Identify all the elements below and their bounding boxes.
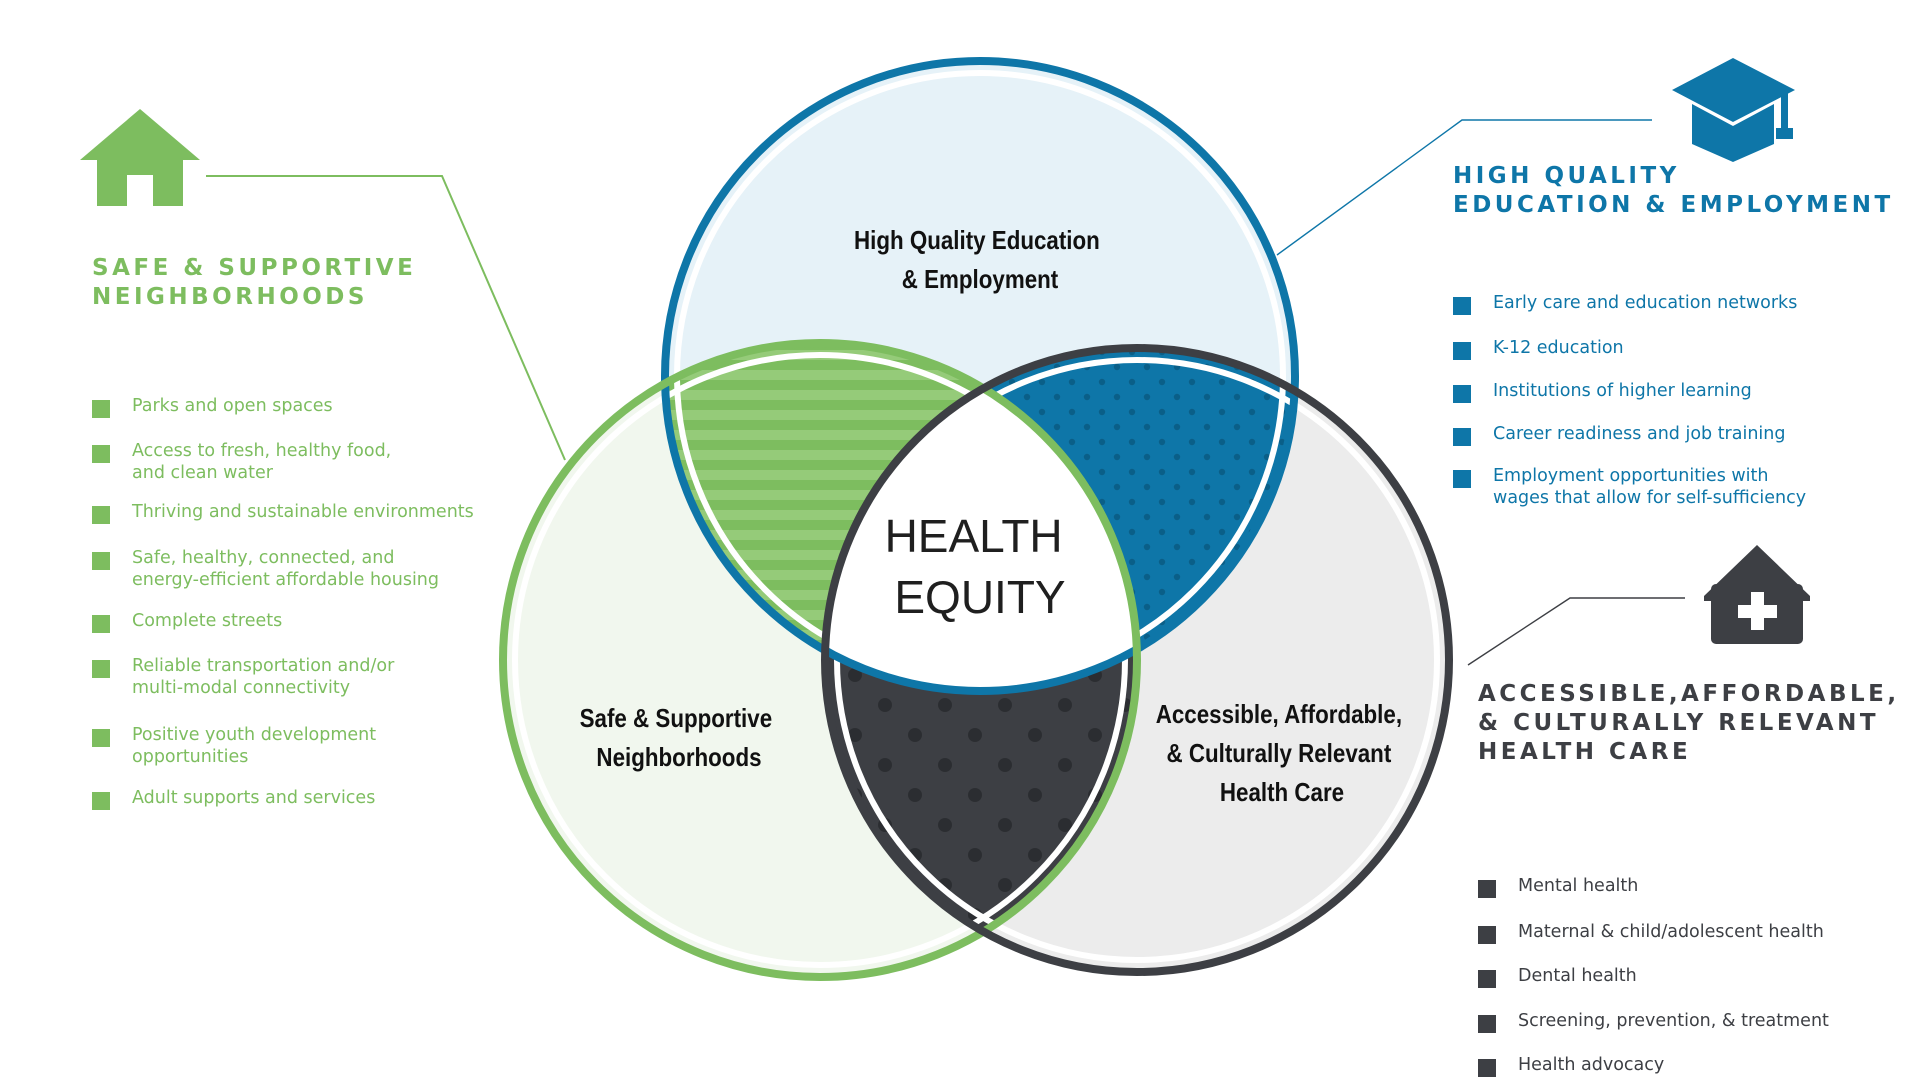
square-bullet-icon: [1453, 297, 1471, 315]
list-item: Health advocacy: [1478, 1054, 1664, 1077]
neighborhoods-circle-label: Safe & Supportive Neighborhoods: [580, 704, 779, 772]
neighborhoods-ring: [499, 339, 1141, 981]
list-item: Dental health: [1478, 965, 1637, 988]
education-panel: HIGH QUALITY EDUCATION & EMPLOYMENT Earl…: [1453, 162, 1913, 508]
square-bullet-icon: [1478, 970, 1496, 988]
education-ring: [661, 57, 1299, 695]
list-item: Mental health: [1478, 875, 1638, 898]
square-bullet-icon: [1478, 1059, 1496, 1077]
square-bullet-icon: [1453, 428, 1471, 446]
list-item: Screening, prevention, & treatment: [1478, 1010, 1829, 1033]
list-item: K-12 education: [1453, 337, 1624, 360]
square-bullet-icon: [1478, 880, 1496, 898]
education-leader-line: [1276, 119, 1652, 256]
list-item: Parks and open spaces: [92, 395, 333, 418]
square-bullet-icon: [92, 552, 110, 570]
center-label: HEALTH EQUITY: [885, 510, 1076, 623]
square-bullet-icon: [92, 445, 110, 463]
graduation-cap-icon: [1672, 58, 1795, 162]
health-leader-line: [1467, 597, 1685, 666]
health-panel: ACCESSIBLE,AFFORDABLE, & CULTURALLY RELE…: [1478, 680, 1918, 1077]
health-circle-label: Accessible, Affordable, & Culturally Rel…: [1156, 700, 1409, 807]
square-bullet-icon: [92, 660, 110, 678]
neighborhoods-panel: SAFE & SUPPORTIVE NEIGHBORHOODS Parks an…: [92, 254, 532, 810]
square-bullet-icon: [92, 615, 110, 633]
list-item: Early care and education networks: [1453, 292, 1797, 315]
list-item: Maternal & child/adolescent health: [1478, 921, 1824, 944]
education-panel-title: HIGH QUALITY EDUCATION & EMPLOYMENT: [1453, 163, 1894, 218]
square-bullet-icon: [1453, 385, 1471, 403]
square-bullet-icon: [92, 729, 110, 747]
square-bullet-icon: [1478, 1015, 1496, 1033]
house-icon: [80, 109, 200, 206]
education-circle-label: High Quality Education & Employment: [854, 226, 1106, 294]
square-bullet-icon: [92, 506, 110, 524]
health-ring: [821, 344, 1453, 976]
medical-house-icon: [1704, 545, 1810, 644]
square-bullet-icon: [1478, 926, 1496, 944]
neighborhoods-panel-title: SAFE & SUPPORTIVE NEIGHBORHOODS: [92, 255, 417, 310]
list-item: Career readiness and job training: [1453, 423, 1786, 446]
list-item: Adult supports and services: [92, 787, 375, 810]
list-item: Thriving and sustainable environments: [92, 501, 474, 524]
square-bullet-icon: [1453, 342, 1471, 360]
health-panel-title: ACCESSIBLE,AFFORDABLE, & CULTURALLY RELE…: [1478, 681, 1900, 765]
square-bullet-icon: [92, 400, 110, 418]
square-bullet-icon: [92, 792, 110, 810]
list-item: Complete streets: [92, 610, 282, 633]
health-equity-center: [825, 348, 1137, 691]
list-item: Access to fresh, healthy food,and clean …: [92, 440, 391, 484]
square-bullet-icon: [1453, 470, 1471, 488]
neighborhoods-leader-line: [206, 175, 566, 461]
list-item: Institutions of higher learning: [1453, 380, 1752, 403]
